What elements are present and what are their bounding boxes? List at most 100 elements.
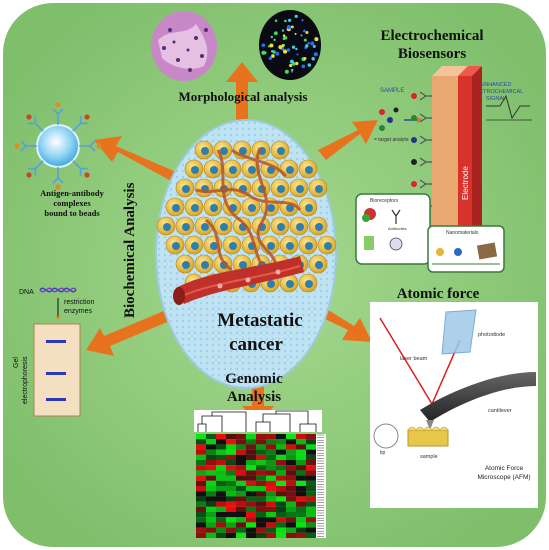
heatmap-cell bbox=[256, 532, 266, 538]
heatmap-cell bbox=[246, 480, 256, 486]
heatmap-cell bbox=[216, 454, 226, 460]
heatmap-cell bbox=[236, 480, 246, 486]
heatmap-cell bbox=[196, 434, 206, 440]
sample-block bbox=[407, 429, 449, 447]
afm-sample-label: sample bbox=[420, 454, 438, 460]
heatmap-cell bbox=[236, 501, 246, 507]
heatmap-cell bbox=[256, 527, 266, 533]
heatmap-cell bbox=[276, 512, 286, 518]
heatmap-cell bbox=[286, 454, 296, 460]
heatmap-cell bbox=[226, 460, 236, 466]
fluorescence-spot bbox=[286, 48, 291, 52]
heatmap-cell bbox=[266, 444, 276, 450]
heatmap-cell bbox=[206, 480, 216, 486]
heatmap-cell bbox=[236, 517, 246, 523]
heatmap-cell bbox=[256, 444, 266, 450]
heatmap-cell bbox=[286, 512, 296, 518]
heatmap-cell bbox=[206, 454, 216, 460]
bioreceptor bbox=[419, 113, 432, 123]
heatmap-cell bbox=[206, 475, 216, 481]
cell-nucleus bbox=[210, 242, 218, 250]
fluorescence-spot bbox=[269, 43, 274, 48]
bioreceptor bbox=[419, 91, 432, 101]
cell-nucleus bbox=[315, 185, 323, 193]
arrow-up bbox=[226, 62, 258, 130]
heatmap-cell bbox=[246, 491, 256, 497]
heatmap-cell bbox=[196, 486, 206, 492]
heatmap-cell bbox=[236, 434, 246, 440]
heatmap-cell bbox=[196, 496, 206, 502]
cell-nucleus bbox=[296, 223, 304, 231]
afm-illustration: photodiode laser beam cantilever tip sam… bbox=[370, 302, 538, 508]
nanomaterials-label: Nanomaterials bbox=[446, 230, 479, 236]
electrophoresis-label: electrophoresis bbox=[22, 356, 29, 404]
heatmap-cell bbox=[306, 496, 316, 502]
heatmap-cell bbox=[216, 501, 226, 507]
heatmap-cell bbox=[256, 439, 266, 445]
heatmap-gene-labels bbox=[316, 434, 326, 538]
heatmap-cell bbox=[236, 496, 246, 502]
heatmap-cell bbox=[196, 449, 206, 455]
heatmap-cell bbox=[226, 454, 236, 460]
heatmap-cell bbox=[216, 480, 226, 486]
heatmap-cell bbox=[216, 449, 226, 455]
dna-label: DNA bbox=[19, 289, 34, 296]
heatmap-cell bbox=[226, 465, 236, 471]
heatmap-cell bbox=[306, 444, 316, 450]
cell-nucleus bbox=[305, 166, 313, 174]
cell-nucleus bbox=[248, 166, 256, 174]
cell-nucleus bbox=[286, 280, 294, 288]
heatmap-cell bbox=[296, 491, 306, 497]
fluorescence-spot bbox=[290, 25, 294, 29]
fluorescence-spot bbox=[300, 34, 303, 37]
heatmap-cell bbox=[226, 496, 236, 502]
fluorescence-spot bbox=[301, 19, 304, 22]
dna-gel-panel: DNA restriction enzymes Gel electrophore… bbox=[13, 287, 94, 417]
heatmap-cell bbox=[206, 486, 216, 492]
cell-nucleus bbox=[201, 147, 209, 155]
heatmap-cell bbox=[206, 444, 216, 450]
heatmap-cell bbox=[196, 470, 206, 476]
center-label-line2: cancer bbox=[229, 334, 283, 355]
fluorescence-spot bbox=[282, 37, 286, 41]
cell-nucleus bbox=[163, 223, 171, 231]
heatmap-cell bbox=[266, 522, 276, 528]
heatmap-cell bbox=[196, 522, 206, 528]
heatmap-cell bbox=[286, 480, 296, 486]
biosensor-illustration: SAMPLE ENHANCED ELECTROCHEMICAL SIGNAL =… bbox=[355, 66, 532, 273]
fluorescence-spot bbox=[310, 41, 315, 46]
beads-label-1: Antigen-antibody bbox=[40, 188, 105, 198]
heatmap-cell bbox=[196, 454, 206, 460]
heatmap-cell bbox=[226, 475, 236, 481]
bioreceptor bbox=[419, 179, 432, 189]
fluorescence-spot bbox=[284, 69, 289, 74]
heatmap-cell bbox=[256, 491, 266, 497]
heatmap-cell bbox=[246, 501, 256, 507]
heatmap-cell bbox=[286, 496, 296, 502]
laser-label: laser beam bbox=[400, 356, 428, 362]
heatmap-cell bbox=[266, 486, 276, 492]
heatmap-cell bbox=[226, 522, 236, 528]
heatmap-cell bbox=[306, 532, 316, 538]
cell-nucleus bbox=[229, 242, 237, 250]
fluorescence-spot bbox=[283, 49, 288, 54]
antigen bbox=[55, 102, 61, 108]
heatmap-cell bbox=[286, 527, 296, 533]
heatmap-cell bbox=[266, 480, 276, 486]
heatmap-cell bbox=[296, 475, 306, 481]
heatmap-cell bbox=[246, 434, 256, 440]
fluorescence-spot bbox=[301, 64, 306, 69]
fluorescence-spot bbox=[312, 57, 315, 61]
heatmap-cell bbox=[236, 444, 246, 450]
heatmap-cell bbox=[246, 454, 256, 460]
heatmap-cell bbox=[266, 439, 276, 445]
antibody-arm bbox=[57, 177, 64, 184]
heatmap-cell bbox=[286, 501, 296, 507]
heatmap-cell bbox=[276, 486, 286, 492]
heatmap-cell bbox=[226, 449, 236, 455]
antibody-arm bbox=[57, 108, 64, 115]
dendrogram-branch bbox=[211, 411, 247, 432]
heatmap-cell bbox=[286, 434, 296, 440]
fluorescence-spot bbox=[307, 41, 310, 45]
afm-caption-2: Microscope (AFM) bbox=[477, 474, 530, 481]
